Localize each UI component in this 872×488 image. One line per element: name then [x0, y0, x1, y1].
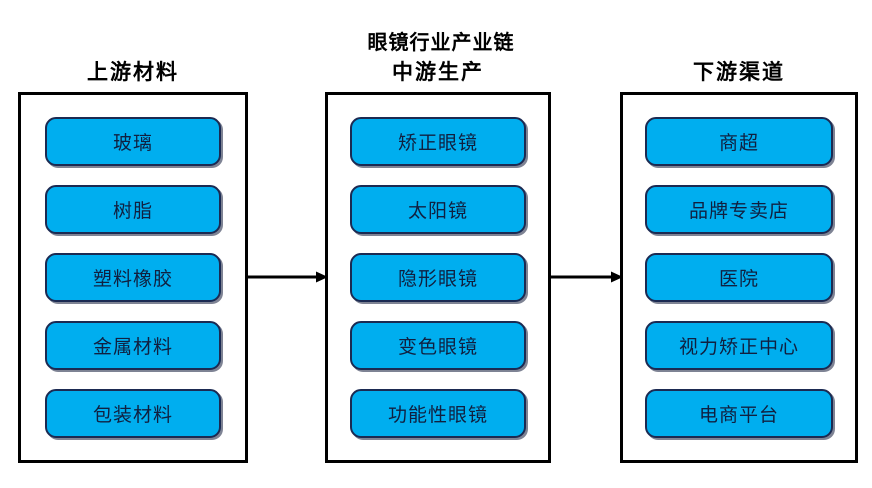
list-item[interactable]: 变色眼镜: [350, 321, 526, 370]
list-item[interactable]: 医院: [645, 253, 833, 302]
list-item[interactable]: 塑料橡胶: [45, 253, 221, 302]
arrow-midstream-to-downstream-icon: [551, 270, 623, 284]
stage-item-list-downstream: 商超 品牌专卖店 医院 视力矫正中心 电商平台: [623, 95, 855, 460]
stage-box-downstream: 商超 品牌专卖店 医院 视力矫正中心 电商平台: [620, 92, 858, 463]
page-title: 眼镜行业产业链: [367, 32, 515, 54]
stage-box-upstream: 玻璃 树脂 塑料橡胶 金属材料 包装材料: [18, 92, 248, 463]
stage-item-list-midstream: 矫正眼镜 太阳镜 隐形眼镜 变色眼镜 功能性眼镜: [328, 95, 548, 460]
stage-header-upstream: 上游材料: [87, 60, 179, 84]
arrow-upstream-to-midstream-icon: [248, 270, 328, 284]
list-item[interactable]: 电商平台: [645, 389, 833, 438]
list-item[interactable]: 视力矫正中心: [645, 321, 833, 370]
list-item[interactable]: 隐形眼镜: [350, 253, 526, 302]
list-item[interactable]: 玻璃: [45, 117, 221, 166]
list-item[interactable]: 功能性眼镜: [350, 389, 526, 438]
list-item[interactable]: 品牌专卖店: [645, 185, 833, 234]
stage-box-midstream: 矫正眼镜 太阳镜 隐形眼镜 变色眼镜 功能性眼镜: [325, 92, 551, 463]
stage-header-downstream: 下游渠道: [693, 60, 785, 84]
list-item[interactable]: 金属材料: [45, 321, 221, 370]
list-item[interactable]: 太阳镜: [350, 185, 526, 234]
list-item[interactable]: 包装材料: [45, 389, 221, 438]
stage-item-list-upstream: 玻璃 树脂 塑料橡胶 金属材料 包装材料: [21, 95, 245, 460]
stage-header-midstream: 中游生产: [392, 60, 484, 84]
list-item[interactable]: 商超: [645, 117, 833, 166]
list-item[interactable]: 树脂: [45, 185, 221, 234]
list-item[interactable]: 矫正眼镜: [350, 117, 526, 166]
